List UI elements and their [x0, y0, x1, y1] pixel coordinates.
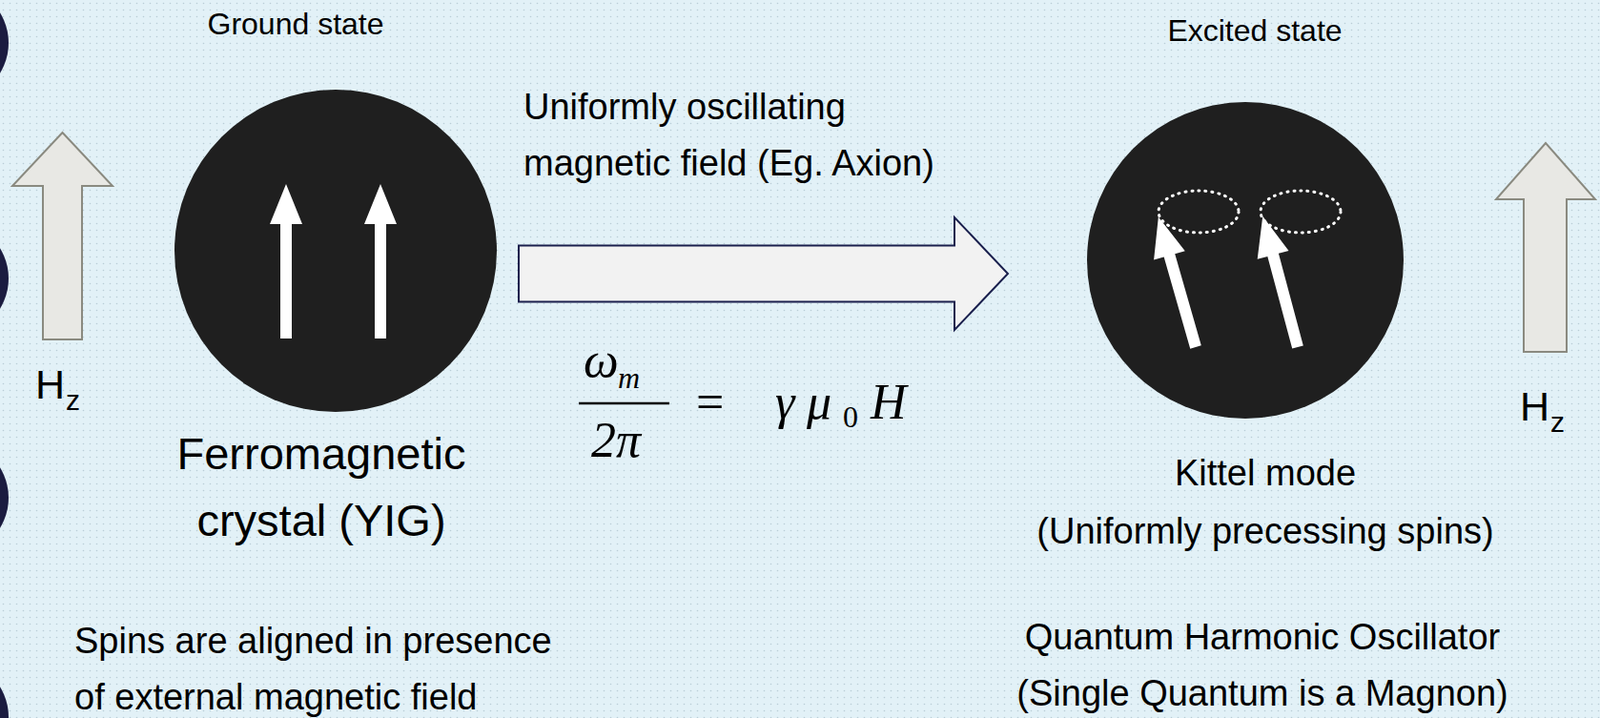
field-subscript: z	[65, 386, 81, 415]
crystal-excited: Excited stateKittel mode(Uniformly prece…	[1087, 102, 1404, 419]
crystal-sphere	[1087, 102, 1404, 419]
edge-ornaments	[0, 0, 9, 718]
edge-blob	[0, 0, 9, 103]
field-arrow	[12, 132, 113, 340]
precessing-spins	[1143, 211, 1314, 351]
crystal-caption: Ferromagnetic crystal (YIG)	[149, 420, 493, 554]
aligned-spins	[269, 184, 397, 339]
crystal-sphere	[174, 89, 497, 412]
state-heading: Ground state	[207, 5, 385, 42]
precession-orbit	[1260, 190, 1341, 233]
note-text: Spins are aligned in presence of externa…	[74, 613, 571, 718]
mode-caption: Kittel mode	[1174, 451, 1356, 496]
field-symbol: H	[35, 364, 65, 406]
crystal-outline	[174, 89, 497, 412]
edge-label: Uniformly oscillating magnetic field (Eg…	[523, 79, 982, 192]
formula-subscript: 0	[842, 401, 859, 432]
field-symbol: H	[1519, 386, 1550, 428]
crystal-outline	[1087, 102, 1404, 419]
spin-arrow	[1143, 212, 1212, 352]
note-text: Quantum Harmonic Oscillator	[1025, 618, 1500, 656]
formula-symbol: =	[696, 377, 724, 428]
formula-symbol: γ	[775, 377, 796, 428]
crystal-ground: Ground stateFerromagnetic crystal (YIG)	[174, 89, 497, 412]
formula-symbol: H	[870, 377, 907, 428]
note-text: (Single Quantum is a Magnon)	[1016, 675, 1508, 712]
mode-caption: (Uniformly precessing spins)	[1036, 510, 1494, 554]
spin-arrow	[269, 184, 303, 339]
edge-blob	[0, 219, 9, 338]
edge-blob	[0, 438, 9, 557]
formula-symbol: 2π	[591, 415, 641, 466]
fraction-bar	[578, 402, 670, 406]
formula-subscript: m	[617, 362, 640, 393]
precession-orbits	[1158, 190, 1341, 233]
spin-arrow	[364, 184, 397, 339]
precession-orbit	[1158, 190, 1239, 233]
formula-symbol: ω	[583, 335, 619, 386]
block-arrow	[518, 217, 1008, 330]
edge-blob	[0, 657, 9, 718]
state-heading: Excited state	[1167, 12, 1342, 49]
field-arrow	[1496, 143, 1596, 352]
formula-symbol: μ	[806, 377, 832, 428]
spin-arrow	[1247, 211, 1314, 351]
field-subscript: z	[1550, 408, 1565, 437]
